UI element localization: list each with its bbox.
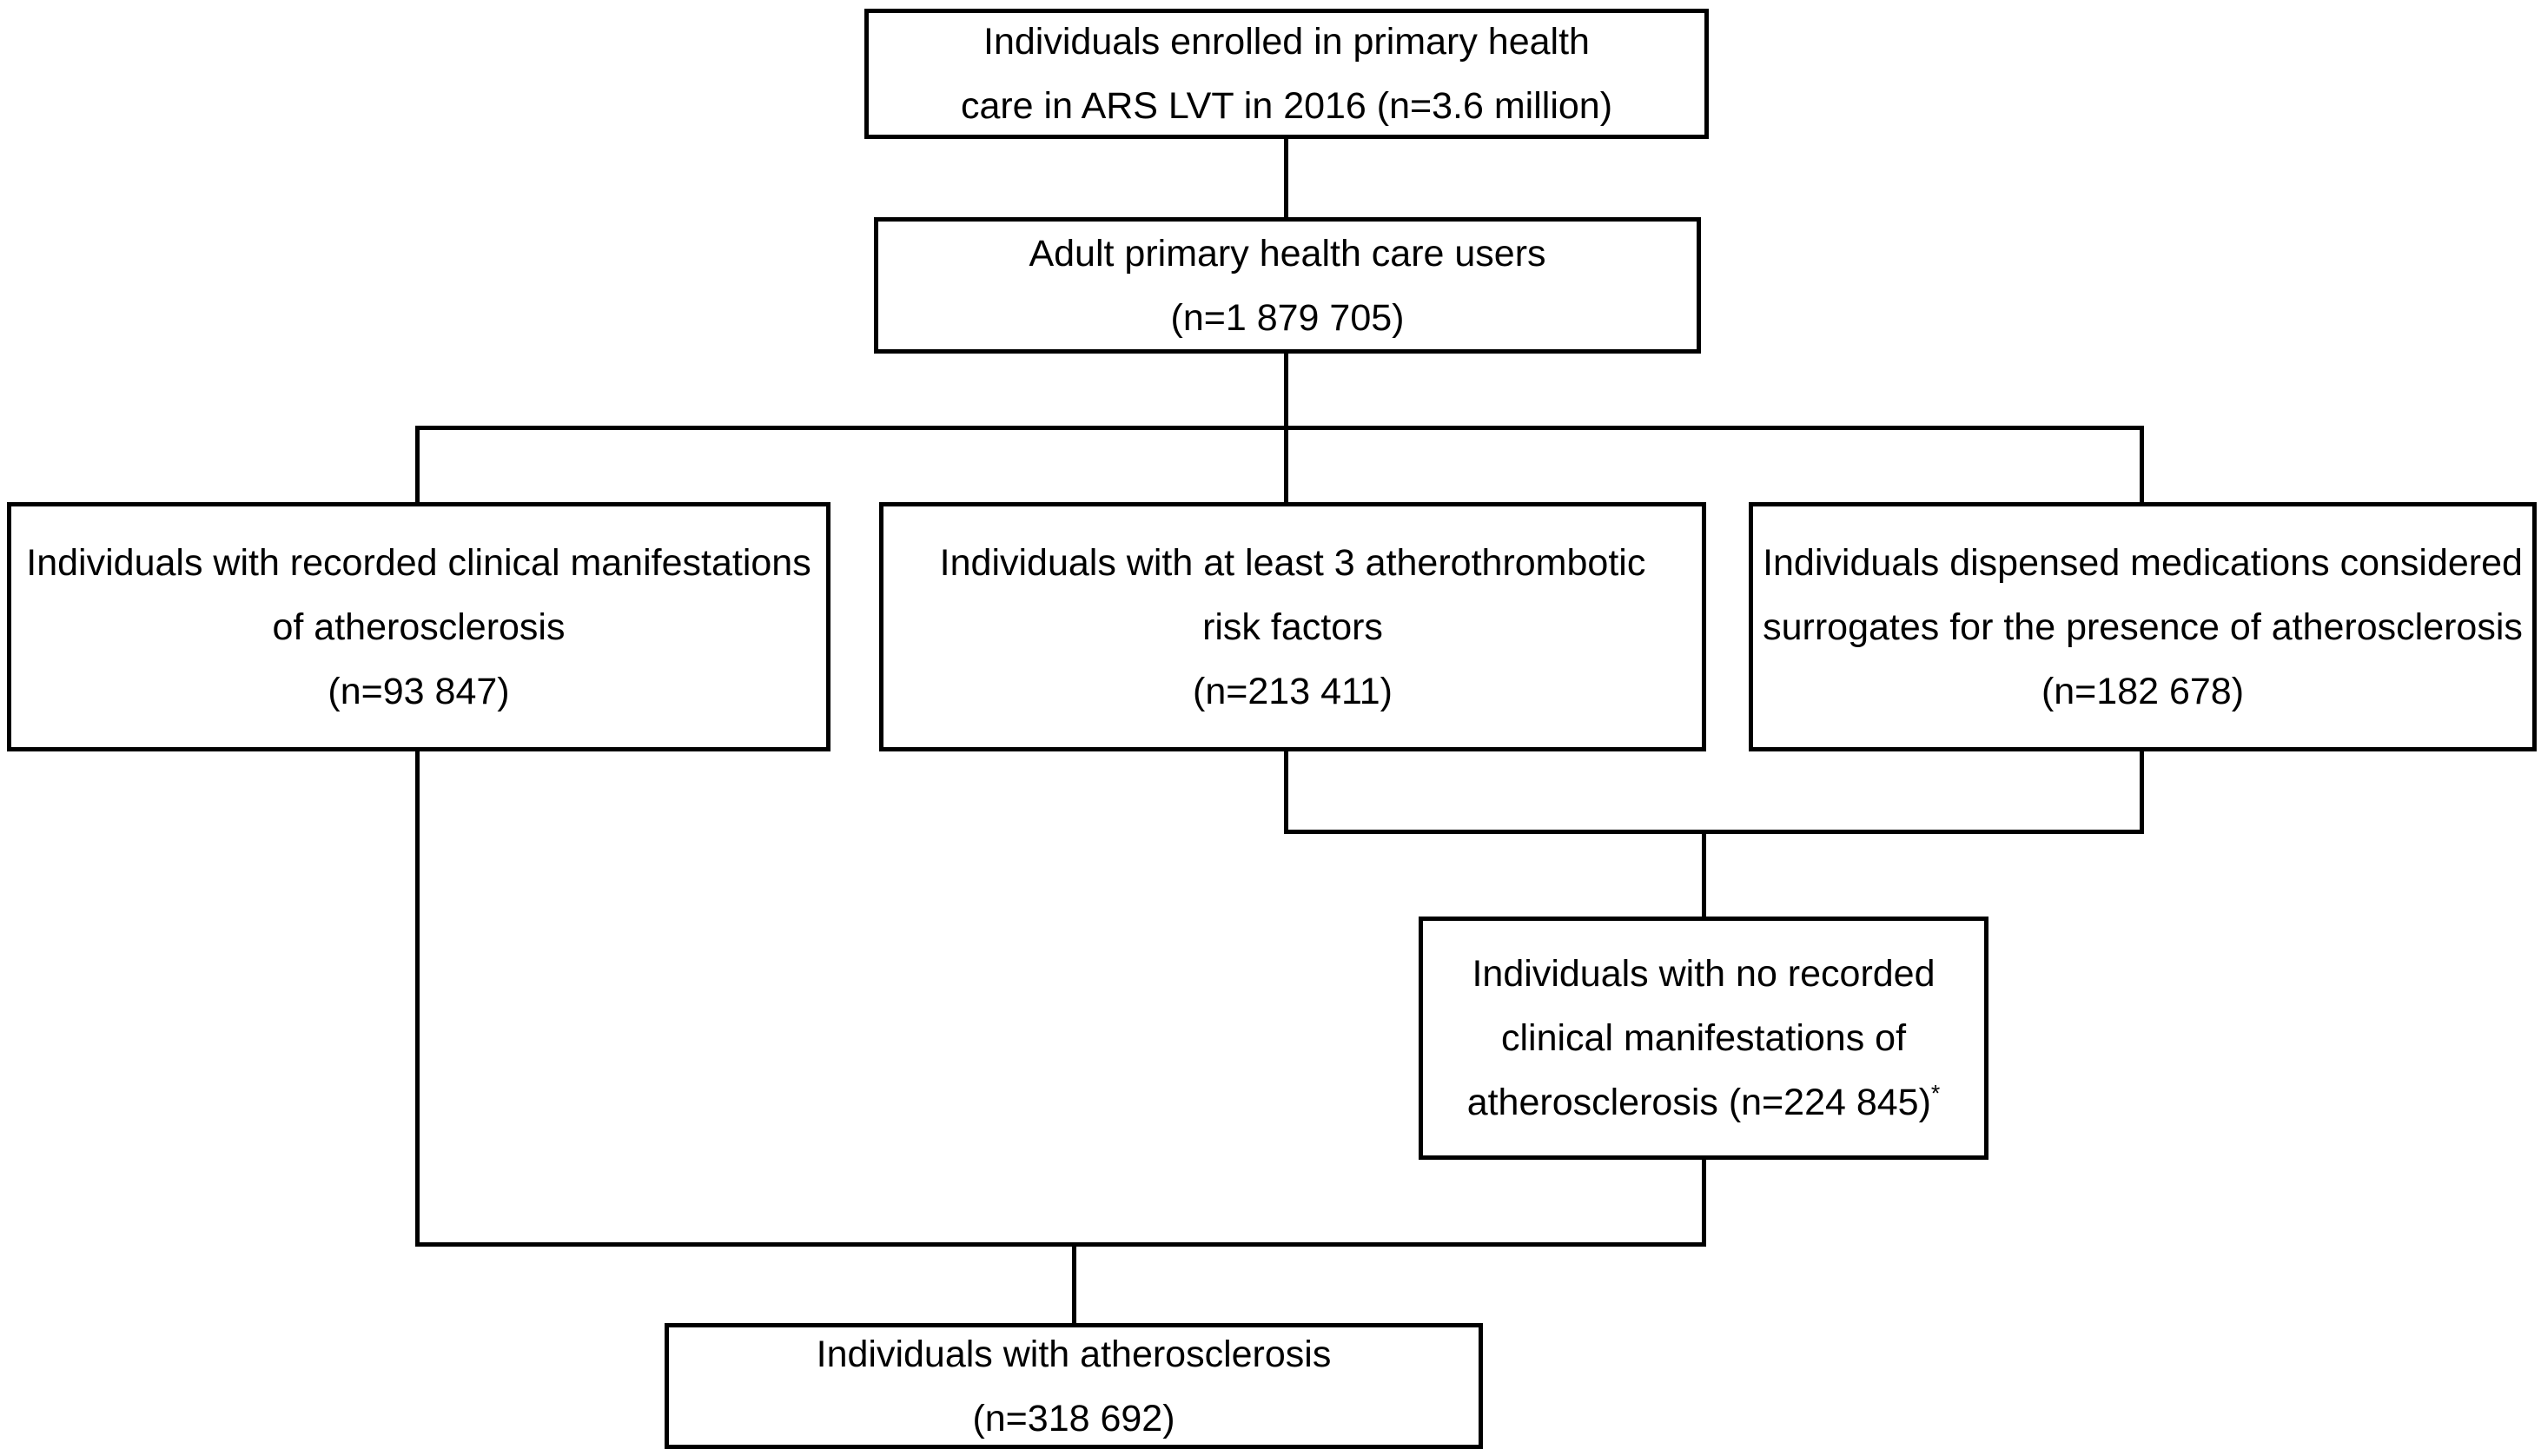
connector-adult-to-branch	[1284, 354, 1288, 427]
node-athero-line-1: Individuals with atherosclerosis	[816, 1333, 1332, 1375]
node-clinical-line-1: Individuals with recorded clinical manif…	[26, 541, 811, 584]
connector-risk-to-merge	[1284, 751, 1288, 832]
node-norecord-line-1: Individuals with no recorded	[1472, 953, 1936, 995]
node-enrolled-line-1: Individuals enrolled in primary health	[983, 21, 1590, 63]
node-adult-line-2: (n=1 879 705)	[1170, 296, 1405, 339]
connector-merge-horizontal	[1284, 830, 2144, 834]
connector-clinical-to-final	[415, 751, 420, 1245]
node-risk-line-2: risk factors	[1202, 606, 1383, 648]
connector-final-to-atherosclerosis	[1072, 1242, 1076, 1325]
connector-branch-to-risk	[1284, 426, 1288, 502]
node-clinical-line-3: (n=93 847)	[328, 670, 510, 712]
node-athero-line-2: (n=318 692)	[972, 1397, 1175, 1439]
node-surrogate-line-1: Individuals dispensed medications consid…	[1763, 541, 2523, 584]
node-surrogate-line-3: (n=182 678)	[2041, 670, 2245, 712]
connector-merge-to-norecord	[1702, 830, 1706, 917]
node-clinical-line-2: of atherosclerosis	[272, 606, 566, 648]
footnote-asterisk: *	[1930, 1080, 1941, 1107]
connector-branch-horizontal	[415, 426, 2144, 430]
connector-surrogate-to-merge	[2140, 751, 2144, 832]
node-adult-line-1: Adult primary health care users	[1029, 232, 1546, 275]
node-risk-line-3: (n=213 411)	[1193, 670, 1393, 712]
node-norecord-line-2: clinical manifestations of	[1500, 1017, 1907, 1059]
node-clinical-manifestations: Individuals with recorded clinical manif…	[7, 502, 830, 751]
node-risk-line-1: Individuals with at least 3 atherothromb…	[939, 541, 1646, 584]
node-no-recorded-manifestations: Individuals with no recorded clinical ma…	[1419, 917, 1988, 1160]
connector-enrolled-to-adult	[1284, 139, 1288, 217]
connector-branch-to-surrogate	[2140, 426, 2144, 502]
node-risk-factors: Individuals with at least 3 atherothromb…	[879, 502, 1706, 751]
node-norecord-line-3-text: atherosclerosis (n=224 845)	[1466, 1082, 1931, 1123]
node-surrogate-line-2: surrogates for the presence of atheroscl…	[1763, 606, 2523, 648]
connector-branch-to-clinical	[415, 426, 420, 502]
node-enrolled-line-2: care in ARS LVT in 2016 (n=3.6 million)	[960, 85, 1613, 127]
node-surrogate-medications: Individuals dispensed medications consid…	[1749, 502, 2537, 751]
connector-norecord-to-final	[1702, 1160, 1706, 1245]
connector-final-horizontal	[415, 1242, 1706, 1247]
node-norecord-line-3: atherosclerosis (n=224 845)*	[1467, 1070, 1941, 1135]
node-enrolled-primary-care: Individuals enrolled in primary health c…	[864, 9, 1709, 139]
node-adult-users: Adult primary health care users (n=1 879…	[874, 217, 1701, 354]
node-atherosclerosis-total: Individuals with atherosclerosis (n=318 …	[665, 1323, 1483, 1449]
